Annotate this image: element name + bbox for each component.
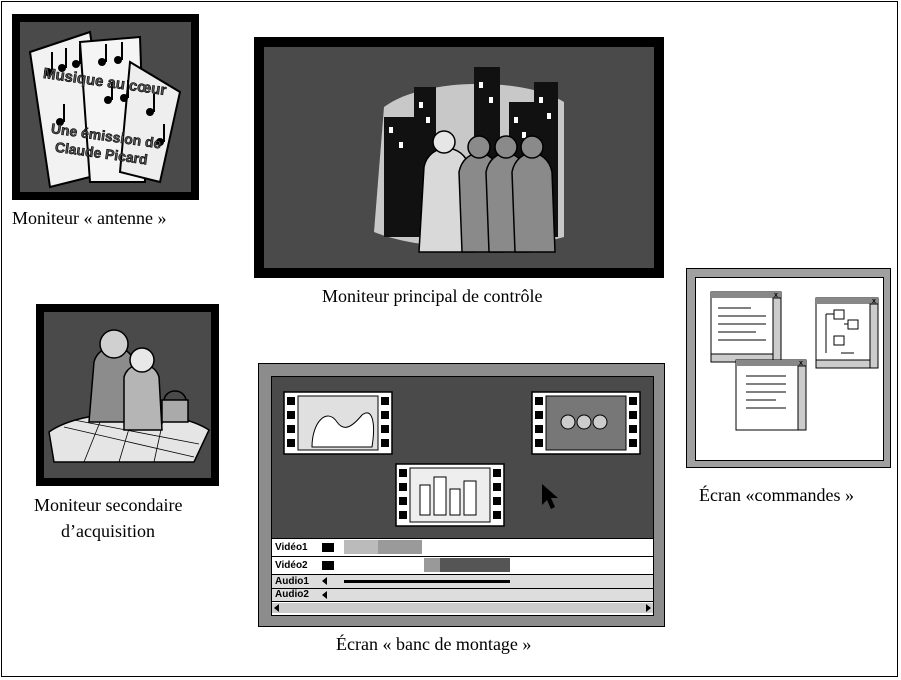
caption-montage: Écran « banc de montage »: [336, 634, 532, 654]
monitor-secondaire: [36, 304, 219, 486]
track-video2[interactable]: Vidéo2: [272, 557, 653, 575]
camera-icon: [322, 561, 334, 570]
track-audio1[interactable]: Audio1: [272, 575, 653, 589]
city-crowd-icon: [374, 67, 564, 253]
music-sheets-icon: Musique au cœur Une émission de Claude P…: [28, 30, 182, 189]
svg-text:x: x: [774, 292, 778, 299]
caption-commandes: Écran «commandes »: [699, 485, 854, 505]
track-audio2[interactable]: Audio2: [272, 589, 653, 602]
speaker-icon: [322, 577, 327, 585]
track-label: Audio2: [275, 589, 309, 600]
timeline-scrollbar[interactable]: [272, 603, 653, 613]
svg-text:x: x: [799, 360, 803, 367]
speaker-icon: [322, 591, 327, 599]
track-label: Vidéo2: [275, 560, 308, 571]
elderly-couple-icon: [48, 329, 210, 463]
svg-text:x: x: [872, 298, 876, 305]
scroll-left-icon[interactable]: [274, 604, 279, 612]
film-strip-icon[interactable]: [272, 377, 653, 539]
caption-principal: Moniteur principal de contrôle: [322, 286, 543, 306]
caption-antenne: Moniteur « antenne »: [12, 208, 167, 228]
screen-commandes: x x: [686, 268, 891, 468]
track-video1[interactable]: Vidéo1: [272, 539, 653, 557]
window-icon[interactable]: x x: [696, 278, 883, 460]
monitor-principal: [254, 37, 664, 278]
screen-montage: Vidéo1 Vidéo2 Audio1 Audio2: [258, 363, 665, 627]
cursor-arrow-icon: [542, 484, 558, 509]
scroll-right-icon[interactable]: [646, 604, 651, 612]
timeline[interactable]: Vidéo1 Vidéo2 Audio1 Audio2: [271, 538, 654, 616]
camera-icon: [322, 543, 334, 552]
track-label: Audio1: [275, 576, 309, 587]
caption-secondaire-1: Moniteur secondaire: [34, 495, 183, 515]
track-label: Vidéo1: [275, 542, 308, 553]
monitor-antenne: Musique au cœur Une émission de Claude P…: [12, 14, 199, 200]
caption-secondaire-2: d’acquisition: [61, 521, 155, 541]
